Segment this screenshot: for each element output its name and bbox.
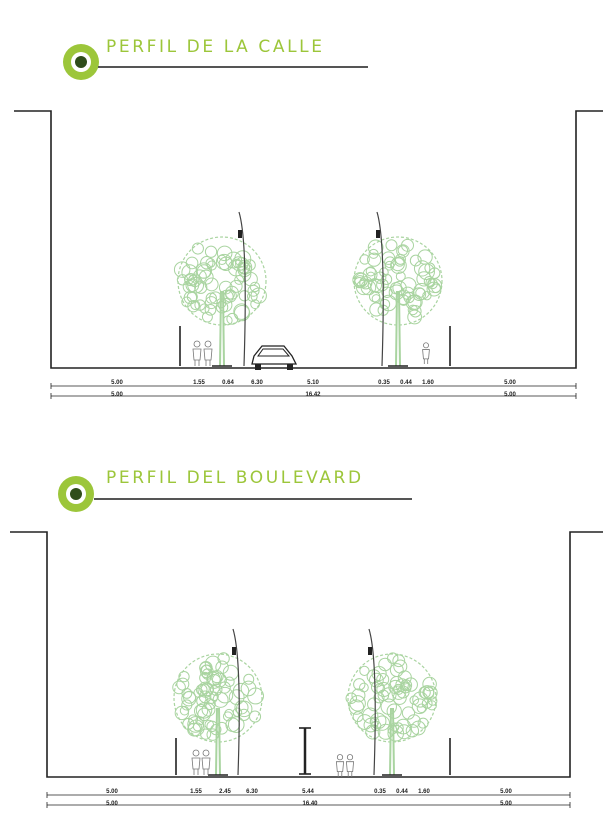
dimension-label: 5.00 <box>106 801 118 807</box>
dimension-label: 6.30 <box>251 380 263 386</box>
tree-left <box>172 652 265 776</box>
dimension-label: 0.44 <box>400 380 412 386</box>
dimension-label: 5.00 <box>500 801 512 807</box>
dimension-label: 6.30 <box>246 789 258 795</box>
dimension-label: 1.55 <box>193 380 205 386</box>
dimension-lines: 5.00 1.55 2.45 6.30 5.44 0.35 0.44 1.60 5.00 5.00… <box>46 789 571 808</box>
dimension-label: 2.45 <box>219 789 231 795</box>
street-lamp-left <box>232 628 240 776</box>
dimension-label: 1.55 <box>190 789 202 795</box>
dimension-label: 0.35 <box>374 789 386 795</box>
street-lamp-left <box>238 211 246 367</box>
dimension-label: 16.42 <box>305 392 321 398</box>
section-street-profile: PERFIL DE LA CALLE 5.00 1.55 0.64 6.30 5.10 0… <box>0 0 605 416</box>
target-icon <box>63 44 99 80</box>
pedestrians-left <box>191 749 211 775</box>
building-outline <box>10 531 603 778</box>
dimension-label: 5.00 <box>111 380 123 386</box>
section-boulevard-profile: PERFIL DEL BOULEVARD 5.00 1.55 2.45 6.30 5.4… <box>0 416 605 832</box>
dimension-label: 0.64 <box>222 380 234 386</box>
street-lamp-right <box>376 211 384 367</box>
dimension-label: 5.44 <box>302 789 314 795</box>
pedestrians-right <box>422 342 430 364</box>
dimension-label: 5.00 <box>504 392 516 398</box>
pedestrians-right <box>335 754 355 777</box>
boulevard-cross-section: 5.00 1.55 2.45 6.30 5.44 0.35 0.44 1.60 5.00 5.00… <box>10 531 603 808</box>
street-lamp-right <box>368 628 376 776</box>
tree-right <box>352 236 443 367</box>
dimension-label: 5.00 <box>504 380 516 386</box>
dimension-label: 5.00 <box>106 789 118 795</box>
dimension-label: 5.10 <box>307 380 319 386</box>
dimension-label: 1.60 <box>422 380 434 386</box>
dimension-label: 0.44 <box>396 789 408 795</box>
tree-right <box>345 652 438 776</box>
target-icon <box>58 476 94 512</box>
dimension-label: 1.60 <box>418 789 430 795</box>
tree-left <box>173 236 267 367</box>
dimension-label: 5.00 <box>111 392 123 398</box>
section-title: PERFIL DEL BOULEVARD <box>106 468 364 488</box>
dimension-lines: 5.00 1.55 0.64 6.30 5.10 0.35 0.44 1.60 5.00 5.00… <box>50 380 577 399</box>
building-outline <box>14 110 603 369</box>
dimension-label: 16.40 <box>302 801 318 807</box>
title-underline <box>94 498 412 500</box>
dimension-label: 0.35 <box>378 380 390 386</box>
dimension-label: 5.00 <box>500 789 512 795</box>
car <box>251 345 298 370</box>
title-underline <box>98 66 368 68</box>
central-lamp <box>299 727 311 775</box>
section-title: PERFIL DE LA CALLE <box>106 37 325 57</box>
street-cross-section: 5.00 1.55 0.64 6.30 5.10 0.35 0.44 1.60 5.00 5.00… <box>14 110 603 399</box>
pedestrians-left <box>192 340 213 366</box>
